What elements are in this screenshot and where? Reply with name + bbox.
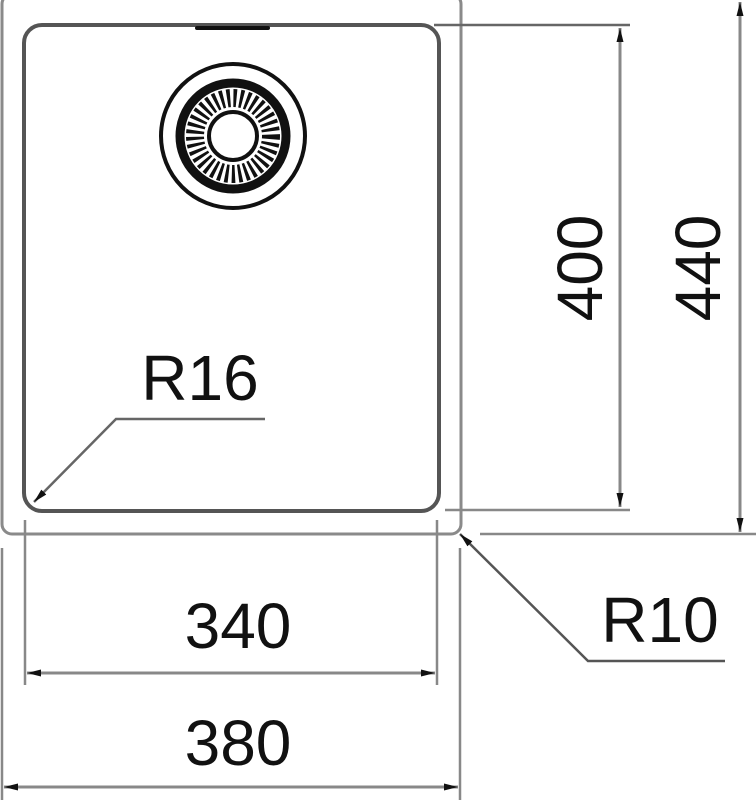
dimension-bowl-width: 340	[23, 520, 439, 685]
dimension-outer-width: 380	[0, 548, 462, 800]
dimension-label-340: 340	[185, 590, 292, 662]
dimension-label-400: 400	[544, 215, 616, 322]
dimension-label-r16: R16	[141, 342, 258, 414]
dimension-label-440: 440	[662, 215, 734, 322]
dimension-outer-height: 440	[480, 1, 756, 536]
dimension-bowl-height: 400	[434, 23, 630, 512]
sink-outer-outline	[0, 0, 463, 536]
dimension-bowl-radius: R16	[33, 342, 265, 503]
dimension-label-380: 380	[185, 707, 292, 779]
dimension-label-r10: R10	[601, 584, 718, 656]
dimension-outer-radius: R10	[459, 533, 725, 663]
bowl-outline	[22, 23, 441, 513]
drain-strainer-icon	[159, 62, 307, 210]
